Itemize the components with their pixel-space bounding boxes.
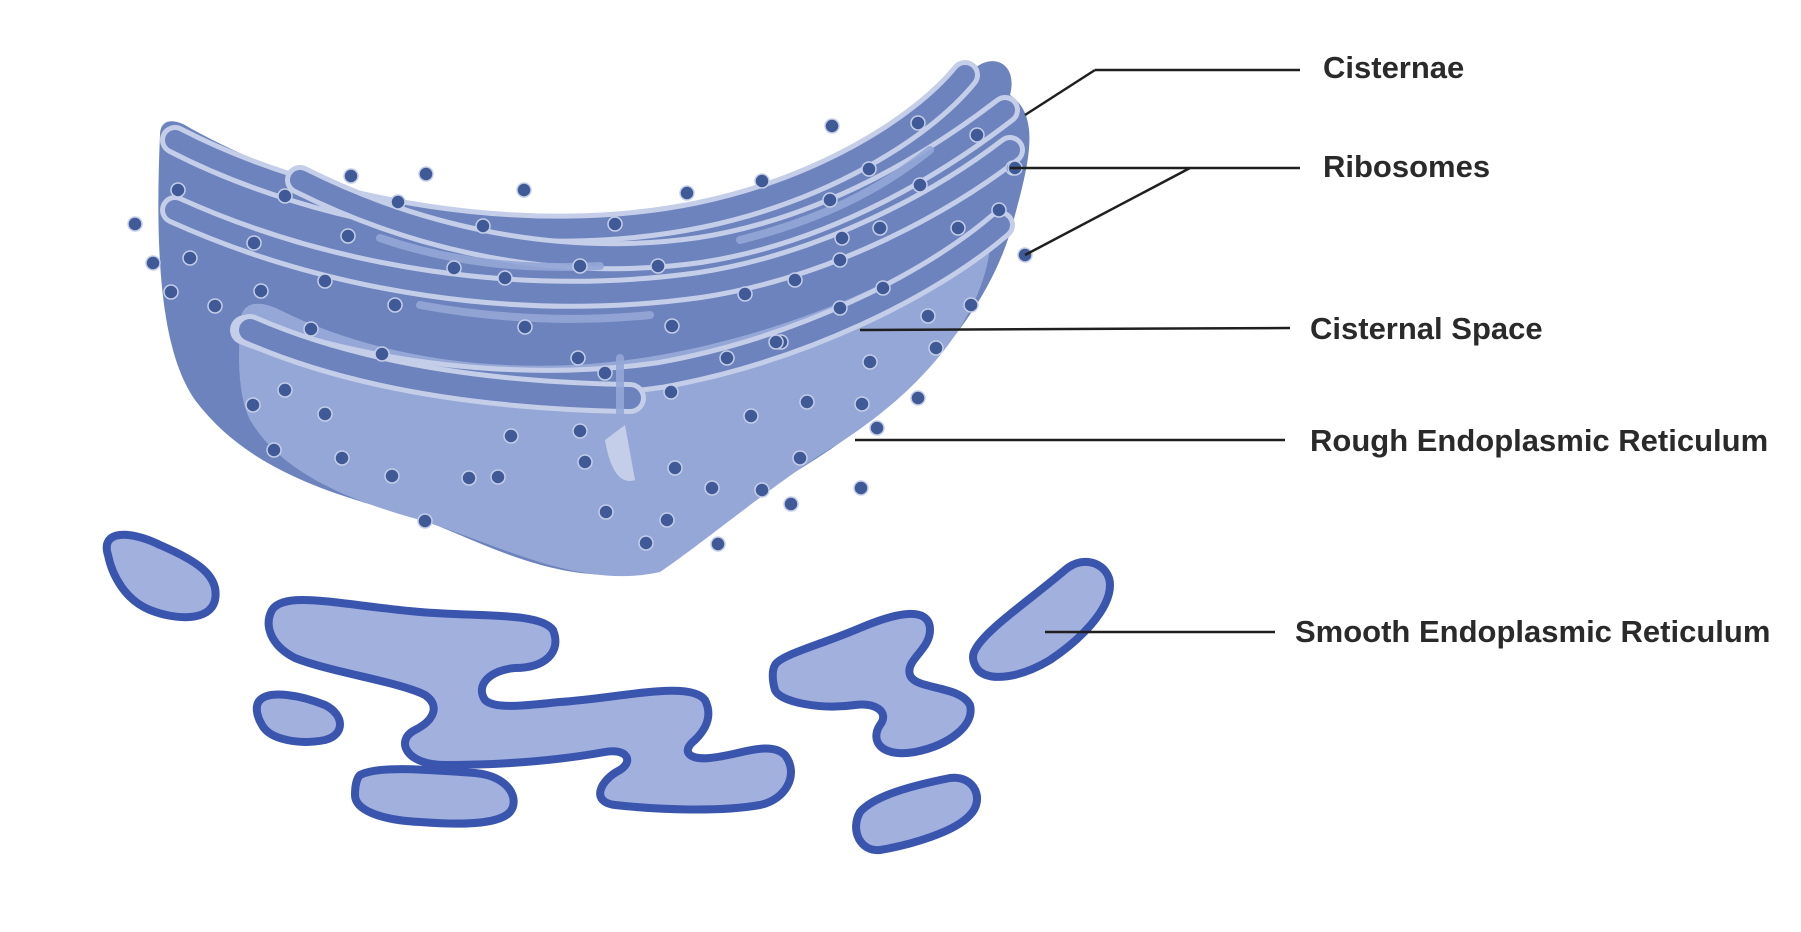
leader-cisternal-space (859, 326, 1291, 332)
label-cisternal-space: Cisternal Space (1310, 311, 1543, 346)
smooth-er-tubule-7 (852, 773, 982, 855)
label-ribosomes: Ribosomes (1323, 149, 1490, 184)
label-cisternae: Cisternae (1323, 50, 1464, 85)
ribosomes-dots (127, 115, 1033, 552)
smooth-er-tubule-4 (351, 765, 518, 828)
smooth-er-tubule-3 (252, 690, 344, 746)
cisternae-stack (160, 60, 1025, 414)
leader-cisternae-branch (1024, 68, 1096, 117)
smooth-er-tubule-1 (102, 530, 220, 622)
label-rough-er: Rough Endoplasmic Reticulum (1310, 423, 1768, 458)
lumen-highlights (376, 146, 934, 454)
smooth-er-tubule-5 (768, 610, 975, 758)
smooth-er-illustration (102, 530, 1114, 855)
labels: Cisternae Ribosomes Cisternal Space Roug… (1295, 50, 1770, 649)
rough-er-illustration (127, 60, 1033, 577)
smooth-er-tubule-2 (264, 596, 795, 814)
label-smooth-er: Smooth Endoplasmic Reticulum (1295, 614, 1770, 649)
leader-ribosomes-branch (1024, 166, 1191, 257)
leader-lines (855, 68, 1300, 634)
smooth-er-tubule-6 (969, 557, 1114, 681)
cisternal-space-channel (605, 425, 635, 481)
